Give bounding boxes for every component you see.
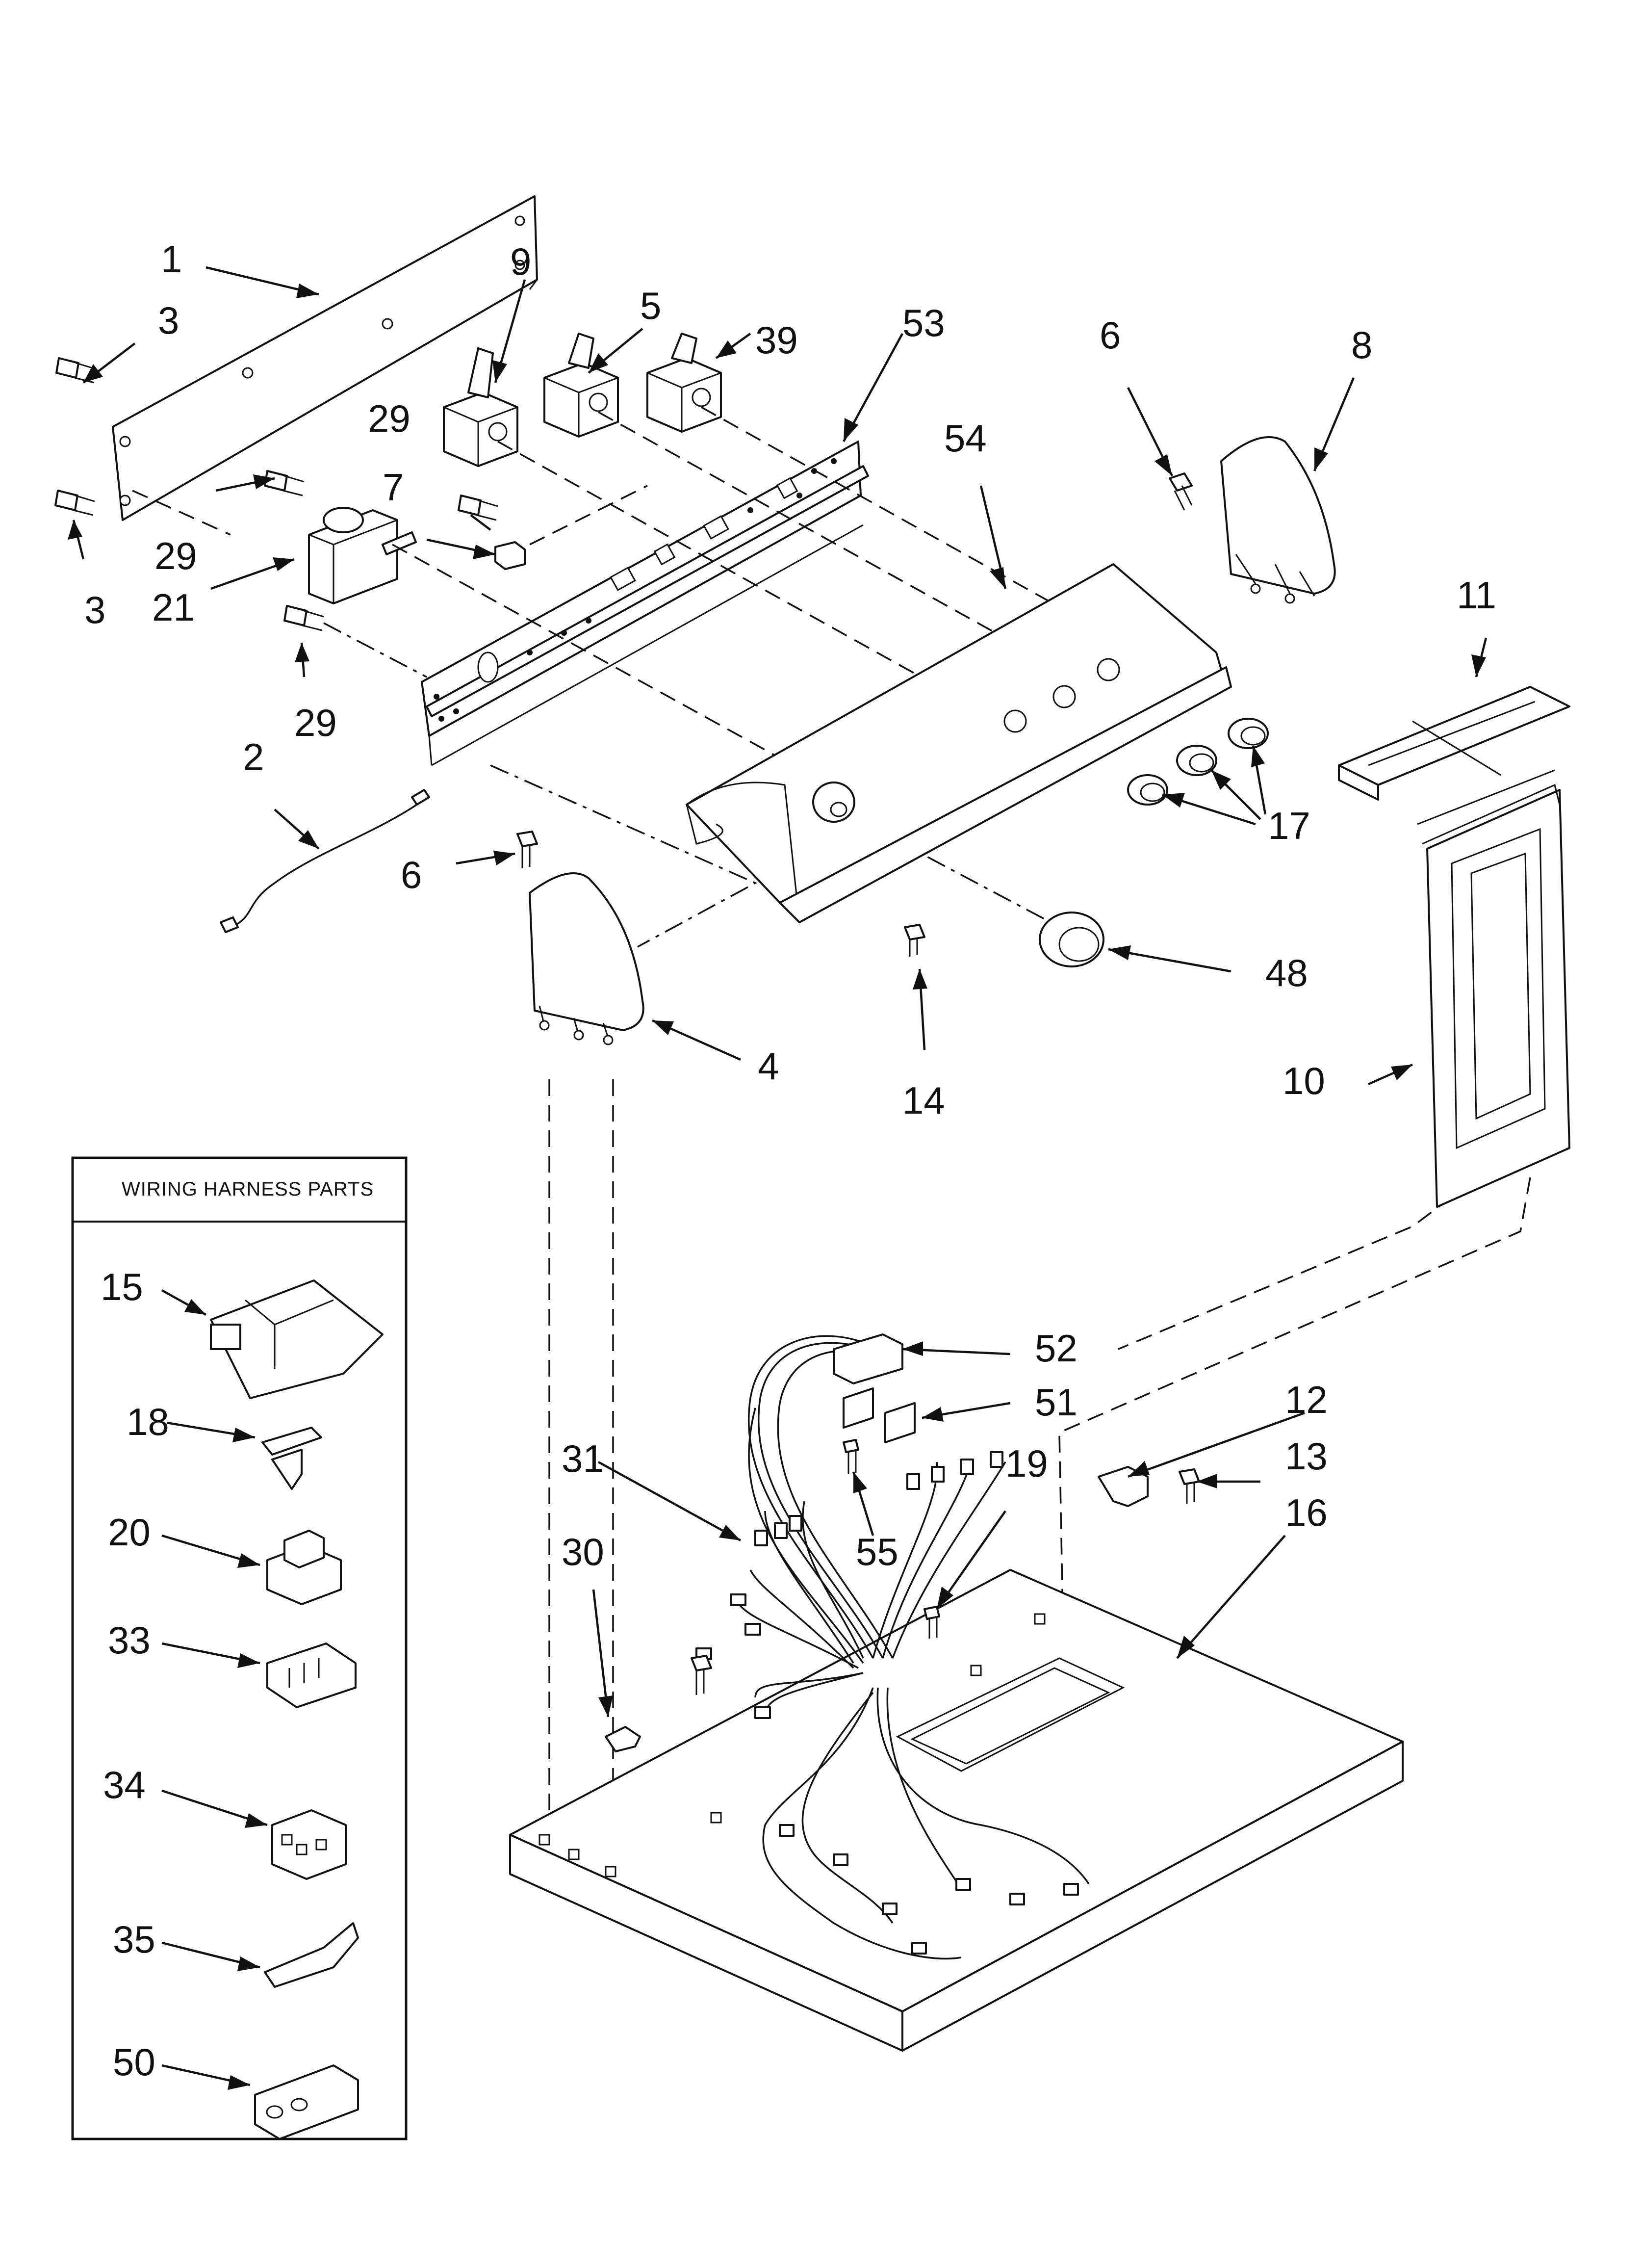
part-12-clip: [1098, 1466, 1149, 1507]
legend-callout-34: 34: [103, 1763, 146, 1806]
part-13-screw: [1179, 1468, 1200, 1504]
callout-51: 51: [1035, 1381, 1078, 1424]
part-19-screw: [691, 1606, 940, 1695]
part-15-connector: [210, 1279, 384, 1399]
leader-arrows: [68, 266, 1488, 2090]
legend-callout-15: 15: [101, 1265, 143, 1308]
wiring-harness: [695, 1333, 1090, 1960]
part-6-screw: [516, 472, 1193, 868]
part-21-timer: [308, 507, 417, 604]
part-54-console: [686, 563, 1232, 923]
callout-2: 2: [243, 735, 264, 779]
part-30-clip: [605, 1726, 641, 1752]
part-4-end-cap: [529, 872, 644, 1045]
part-20-connector: [266, 1530, 342, 1605]
callout-6: 6: [401, 853, 422, 896]
part-7-knob-insert: [494, 541, 526, 570]
callout-21: 21: [152, 586, 195, 629]
callout-labels: 1 3 3 9 5 39 53 6 8 29 7 54 29 21 29 11 …: [84, 237, 1496, 2084]
callout-55: 55: [856, 1530, 898, 1573]
callout-29: 29: [368, 397, 410, 440]
callout-29: 29: [154, 534, 197, 577]
callout-13: 13: [1285, 1434, 1328, 1478]
callout-11: 11: [1457, 574, 1496, 617]
part-17-knob: [1127, 718, 1269, 806]
legend-title: WIRING HARNESS PARTS: [122, 1178, 374, 1200]
part-10-lint-housing: [1417, 769, 1570, 1208]
wiring-harness-legend: WIRING HARNESS PARTS: [71, 1156, 408, 2140]
part-35-terminal: [264, 1922, 359, 1988]
callout-5: 5: [640, 284, 661, 327]
legend-callout-35: 35: [113, 1918, 155, 1961]
part-14-screw: [904, 924, 925, 957]
part-34-connector: [271, 1809, 347, 1880]
callout-14: 14: [902, 1079, 945, 1122]
part-18-clip: [261, 1427, 322, 1490]
part-9-switch: [443, 347, 518, 467]
callout-7: 7: [383, 466, 404, 509]
callout-53: 53: [902, 301, 945, 344]
part-53-control-bracket: [421, 441, 869, 766]
callout-10: 10: [1283, 1059, 1325, 1102]
callout-30: 30: [562, 1530, 604, 1573]
part-29-screw: [264, 470, 498, 631]
legend-callout-18: 18: [127, 1400, 169, 1443]
callout-48: 48: [1265, 951, 1308, 994]
callout-52: 52: [1035, 1327, 1078, 1370]
callout-1: 1: [161, 237, 182, 281]
part-50-connector: [254, 2064, 359, 2140]
part-16-top-cover: [509, 1569, 1404, 2052]
part-11-lint-screen: [1338, 686, 1570, 801]
callout-3: 3: [84, 588, 105, 631]
callout-8: 8: [1351, 323, 1372, 366]
legend-callout-33: 33: [108, 1618, 151, 1662]
part-8-end-cap: [1220, 436, 1336, 604]
part-5-switch: [543, 333, 619, 438]
part-51-bracket: [884, 1402, 916, 1443]
callout-6: 6: [1100, 313, 1121, 357]
callout-9: 9: [510, 240, 531, 283]
legend-callout-50: 50: [113, 2040, 155, 2084]
part-48-knob: [1039, 912, 1104, 967]
part-55-screw: [843, 1439, 859, 1474]
part-39-switch: [646, 333, 722, 433]
legend-callout-20: 20: [108, 1511, 151, 1554]
callout-3: 3: [158, 299, 179, 342]
part-3-screw: [54, 357, 96, 516]
part-33-connector: [266, 1642, 357, 1708]
callout-17: 17: [1268, 804, 1310, 847]
callout-39: 39: [755, 318, 798, 362]
callout-29: 29: [294, 701, 337, 744]
part-1-rear-panel: [112, 195, 538, 536]
callout-31: 31: [562, 1437, 604, 1480]
callout-54: 54: [944, 417, 987, 460]
callout-12: 12: [1285, 1378, 1328, 1421]
callout-16: 16: [1285, 1491, 1328, 1534]
part-2-wire: [220, 789, 430, 933]
callout-4: 4: [758, 1044, 779, 1088]
callout-19: 19: [1005, 1442, 1048, 1485]
